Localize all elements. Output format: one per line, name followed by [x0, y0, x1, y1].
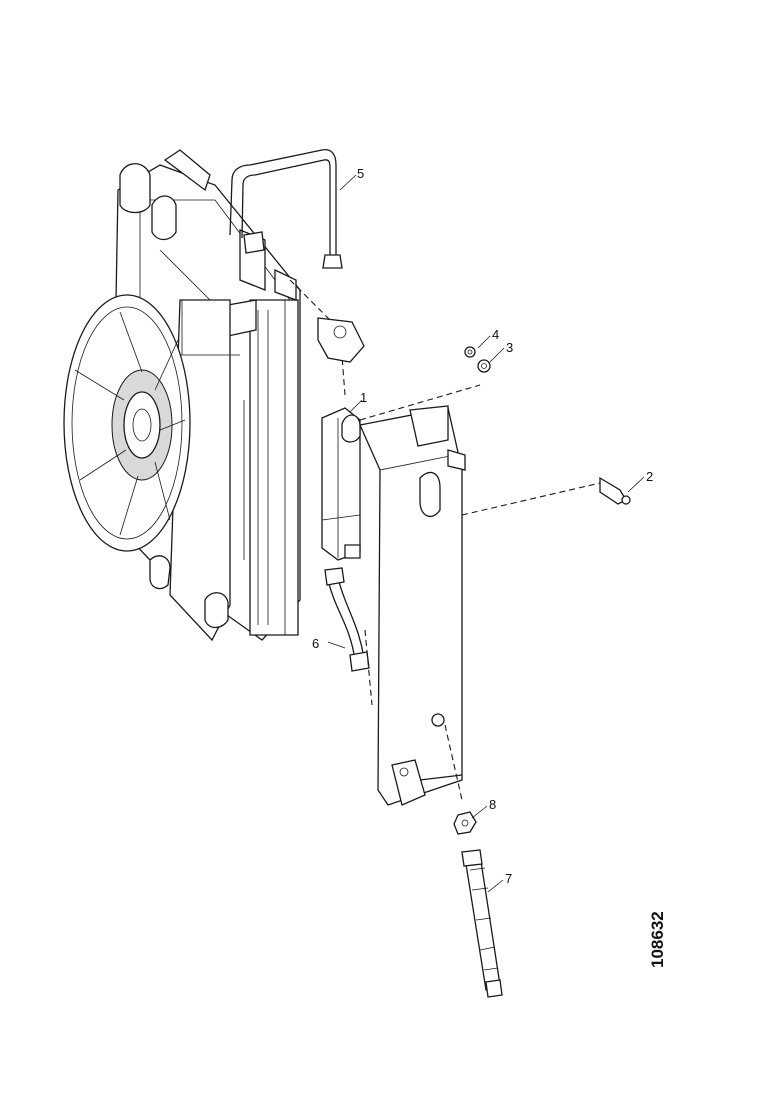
callout-7: 7 [505, 871, 512, 886]
part-7-hose [461, 849, 503, 998]
callout-1: 1 [360, 390, 367, 405]
part-8-fitting [453, 811, 477, 835]
callout-2: 2 [646, 469, 653, 484]
part-6-lower-pipe [324, 567, 370, 672]
mounting-plate [359, 405, 466, 806]
callout-6: 6 [312, 636, 319, 651]
callout-5: 5 [357, 166, 364, 181]
part-2-bolt [599, 476, 631, 505]
part-1-oil-cooler [321, 407, 361, 561]
callout-4: 4 [492, 327, 499, 342]
part-3-4-fasteners [464, 346, 491, 373]
callout-8: 8 [489, 797, 496, 812]
callout-3: 3 [506, 340, 513, 355]
radiator-fan-assembly [63, 149, 301, 642]
figure-id: 108632 [648, 911, 667, 968]
callout-leaders [327, 174, 645, 893]
part-5-upper-pipe [229, 149, 343, 269]
